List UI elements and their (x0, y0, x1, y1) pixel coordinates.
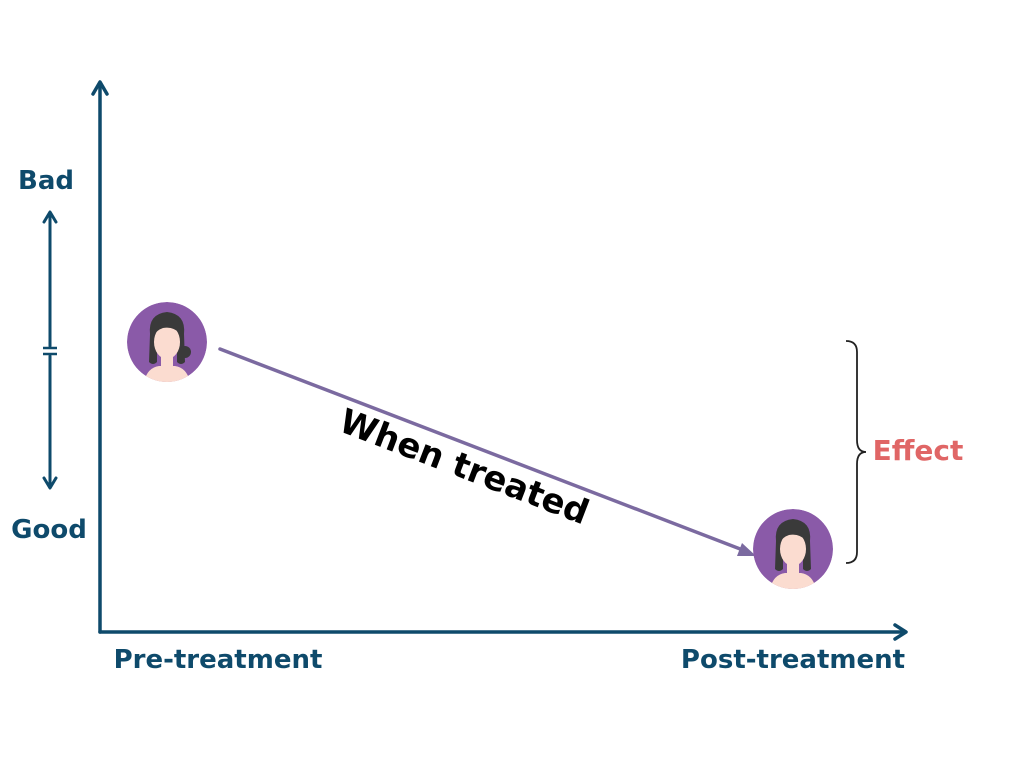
treatment-arrow-line (218, 347, 750, 554)
treatment-arrow (218, 347, 756, 556)
label-effect: Effect (873, 434, 964, 467)
person-avatar-icon (127, 302, 207, 382)
label-bad: Bad (18, 166, 74, 196)
person-avatar-icon (753, 509, 833, 589)
label-good: Good (11, 515, 87, 545)
label-post-treatment: Post-treatment (681, 645, 905, 675)
label-pre-treatment: Pre-treatment (114, 645, 323, 675)
y-axis-arrowhead (91, 80, 109, 96)
x-axis-arrowhead (893, 623, 908, 641)
axes (91, 80, 908, 641)
effect-bracket (845, 340, 867, 564)
scale-down-arrowhead (42, 476, 58, 490)
label-when-treated: When treated (334, 401, 594, 533)
treatment-arrowhead (737, 543, 756, 556)
scale-indicator (42, 210, 58, 490)
scale-up-arrowhead (42, 210, 58, 224)
